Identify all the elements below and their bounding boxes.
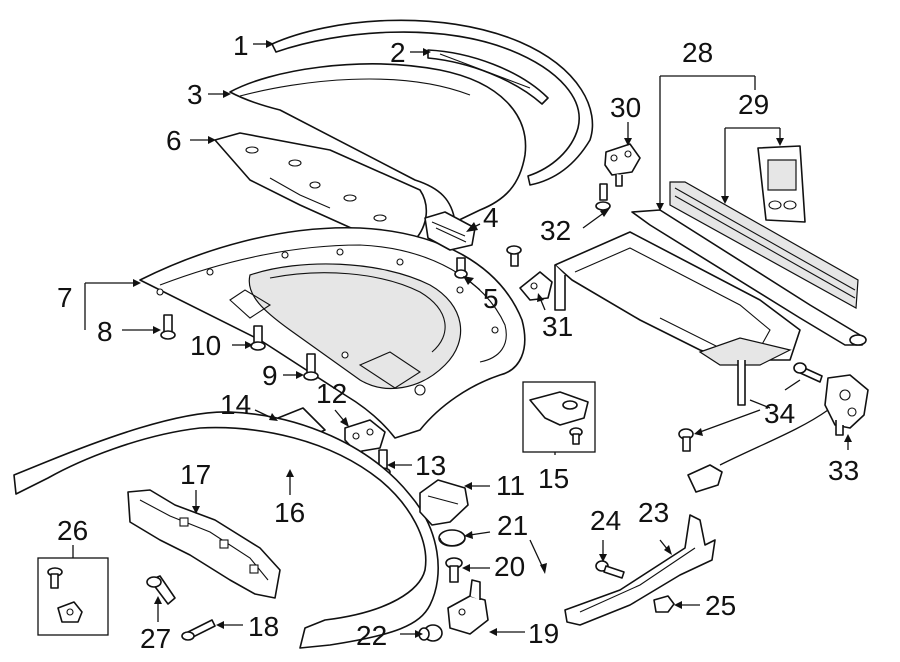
part-24-screw: [595, 560, 625, 579]
callout-12: 12: [316, 378, 347, 409]
callout-13: 13: [415, 450, 446, 481]
callout-22: 22: [356, 620, 387, 651]
callout-10: 10: [190, 330, 221, 361]
part-28-frame: [554, 209, 867, 406]
part-33-actuator: [687, 374, 869, 493]
callout-7: 7: [57, 282, 73, 313]
leaders: [72, 40, 852, 638]
part-8-screw: [160, 314, 176, 340]
callout-4: 4: [483, 202, 499, 233]
callout-8: 8: [97, 316, 113, 347]
callout-16: 16: [274, 497, 305, 528]
callout-17: 17: [180, 459, 211, 490]
part-21-cap: [438, 529, 466, 547]
callout-34: 34: [764, 398, 795, 429]
part-1-seal-strip: [271, 19, 594, 186]
part-7-main-panel: [139, 226, 526, 439]
part-6-insulation-pad: [214, 132, 428, 246]
callout-9: 9: [262, 360, 278, 391]
part-22-grommet: [418, 624, 443, 642]
callout-25: 25: [705, 590, 736, 621]
callout-31: 31: [542, 311, 573, 342]
part-27-bolt: [146, 575, 176, 605]
part-15-box: [522, 381, 596, 453]
part-9-screw: [303, 353, 319, 381]
callout-33: 33: [828, 455, 859, 486]
part-23-rail: [564, 514, 716, 626]
part-25-clip: [653, 595, 675, 613]
part-5-screw: [454, 257, 468, 279]
screws: [160, 183, 611, 477]
part-34-bolts: [678, 362, 823, 452]
callout-3: 3: [187, 79, 203, 110]
callout-labels: 1 2 3 6 4 5 7 8 10 9 12 14 13 11 15 21 2…: [57, 30, 859, 654]
callout-19: 19: [528, 618, 559, 649]
part-3-top-panel: [229, 63, 527, 223]
callout-24: 24: [590, 505, 621, 536]
callout-11: 11: [496, 470, 525, 501]
part-20-bolt: [445, 557, 463, 583]
callout-6: 6: [166, 125, 182, 156]
callout-18: 18: [248, 611, 279, 642]
part-4-latch: [424, 211, 476, 251]
part-17-crossmember: [127, 489, 281, 599]
part-18-bolt: [181, 619, 216, 641]
part-31-clip: [519, 271, 553, 301]
callout-29: 29: [738, 89, 769, 120]
callout-32: 32: [540, 215, 571, 246]
part-30-bracket: [604, 143, 641, 187]
callout-14: 14: [220, 389, 251, 420]
part-26-box: [37, 557, 109, 636]
callout-30: 30: [610, 92, 641, 123]
callout-26: 26: [57, 515, 88, 546]
part-29-carpet: [669, 145, 859, 309]
callout-23: 23: [638, 497, 669, 528]
part-32-screw: [506, 245, 522, 267]
callout-21: 21: [497, 510, 528, 541]
callout-1: 1: [233, 30, 249, 61]
part-2-trim-strip: [427, 49, 549, 105]
callout-20: 20: [494, 551, 525, 582]
part-32b-screw: [595, 183, 611, 211]
callout-5: 5: [483, 283, 499, 314]
callout-15: 15: [538, 463, 569, 494]
callout-27: 27: [140, 623, 171, 654]
part-11-bracket: [419, 479, 469, 526]
callout-28: 28: [682, 37, 713, 68]
part-19-bracket: [447, 579, 489, 635]
callout-2: 2: [390, 37, 406, 68]
